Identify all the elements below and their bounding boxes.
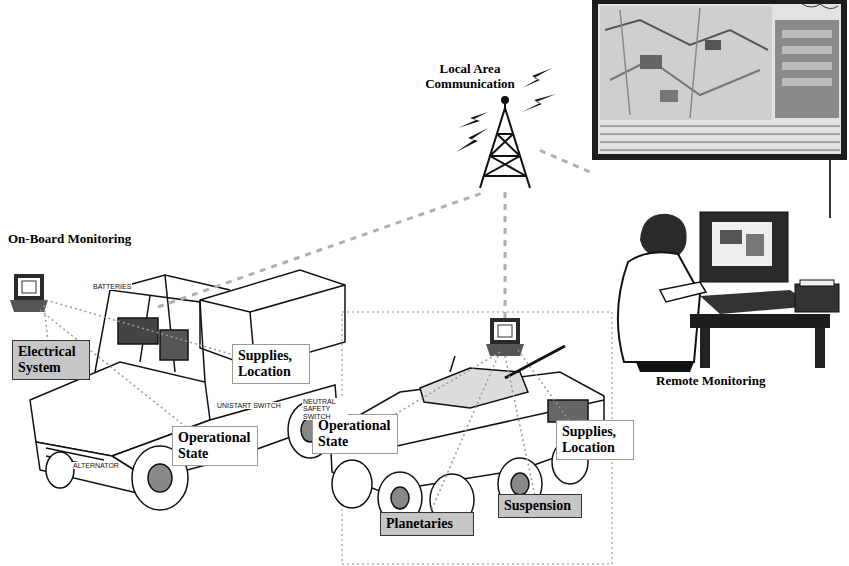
part-label: UNISTART SWITCH bbox=[216, 402, 282, 409]
link-line bbox=[158, 192, 485, 307]
info-box: Supplies, Location bbox=[556, 420, 634, 460]
heading-label: Local Area Communication bbox=[418, 62, 522, 92]
heading-label: On-Board Monitoring bbox=[8, 232, 158, 247]
radio-tower bbox=[480, 97, 530, 188]
part-box: Suspension bbox=[498, 494, 582, 518]
leader-lines bbox=[40, 300, 594, 525]
box-label: Electrical System bbox=[18, 344, 84, 376]
part-label: BATTERIES bbox=[92, 283, 132, 290]
humvee-drawing bbox=[30, 270, 345, 510]
operator-figure bbox=[618, 212, 839, 372]
part-label: ALTERNATOR bbox=[72, 462, 120, 469]
remote-node: Remote Monitoring bbox=[590, 0, 849, 400]
part-box: Electrical System bbox=[12, 340, 90, 380]
box-label: Supplies, Location bbox=[562, 424, 628, 456]
box-label: Operational State bbox=[178, 430, 252, 462]
box-label: Operational State bbox=[318, 418, 392, 450]
box-label: Planetaries bbox=[386, 516, 468, 532]
heading-label: Remote Monitoring bbox=[656, 374, 849, 389]
box-label: Suspension bbox=[504, 498, 576, 514]
link-line bbox=[540, 150, 590, 172]
part-label: NEUTRAL SAFETY SWITCH bbox=[302, 398, 348, 420]
monitor-node: On-Board Monitoring bbox=[8, 232, 158, 332]
part-box: Planetaries bbox=[380, 512, 474, 536]
link-line bbox=[504, 192, 507, 318]
monitor-screen bbox=[592, 0, 847, 218]
box-label: Supplies, Location bbox=[238, 348, 304, 380]
tower-node: Local Area Communication bbox=[418, 62, 540, 192]
info-box: Supplies, Location bbox=[232, 344, 310, 384]
info-box: Operational State bbox=[172, 426, 258, 466]
laptop-icon bbox=[10, 274, 48, 312]
